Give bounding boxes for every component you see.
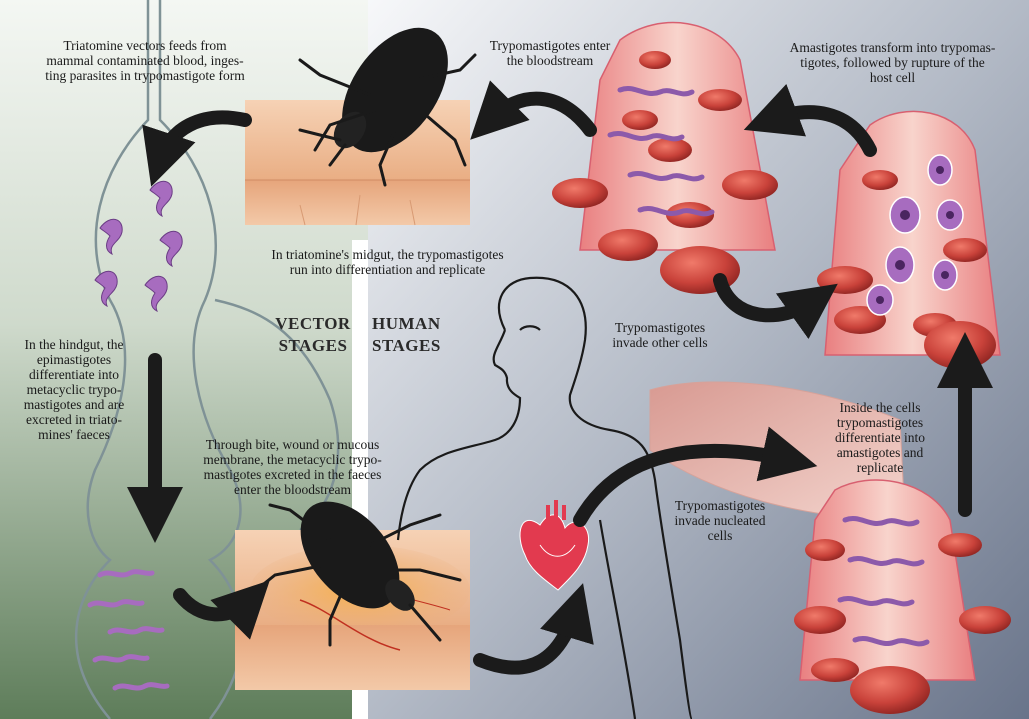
label-invade-nucleated: Trypomastigotes invade nucleated cells — [655, 498, 785, 543]
label-inside-cells: Inside the cells trypomastigotes differe… — [815, 400, 945, 475]
vector-stages-title: VECTOR STAGES — [273, 313, 353, 357]
label-vector-feeds: Triatomine vectors feeds from mammal con… — [20, 38, 270, 83]
label-amastigotes-transform: Amastigotes transform into trypomas- tig… — [765, 40, 1020, 85]
label-enter-bloodstream: Trypomastigotes enter the bloodstream — [475, 38, 625, 68]
label-midgut: In triatomine's midgut, the trypomastigo… — [255, 247, 520, 277]
label-bite-entry: Through bite, wound or mucous membrane, … — [175, 437, 410, 497]
human-stages-title: HUMAN STAGES — [372, 313, 452, 357]
label-invade-other-cells: Trypomastigotes invade other cells — [595, 320, 725, 350]
label-hindgut: In the hindgut, the epimastigotes differ… — [4, 337, 144, 442]
